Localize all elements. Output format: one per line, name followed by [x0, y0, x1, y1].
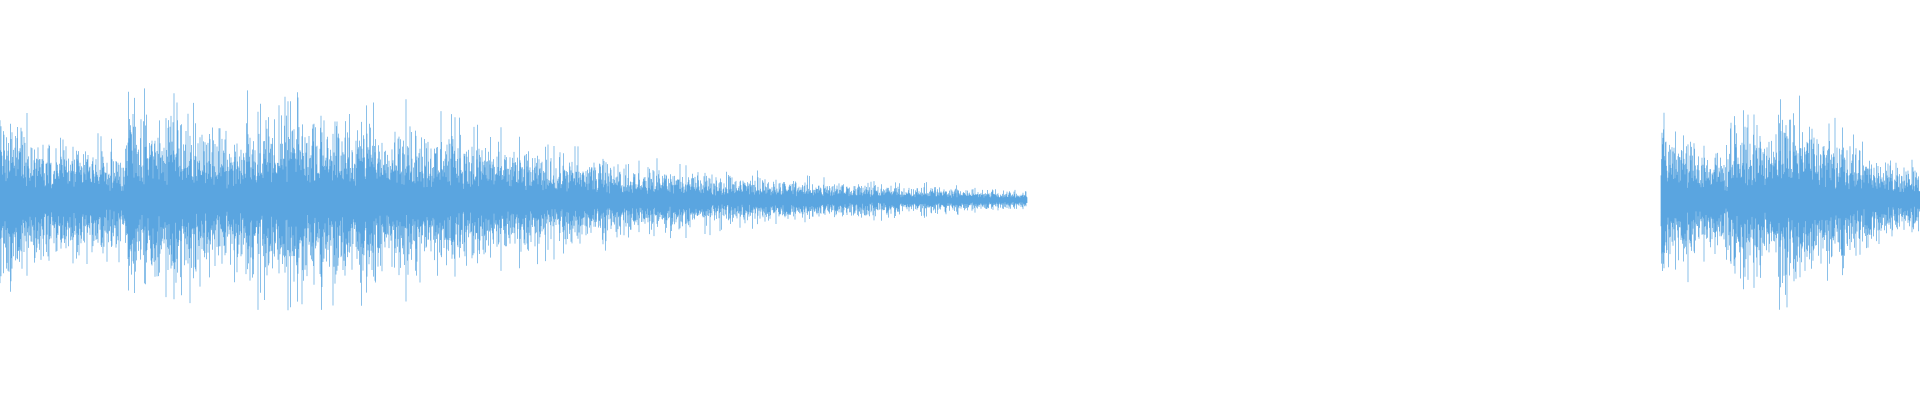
waveform-trace [0, 88, 1920, 311]
audio-clip-2-waveform [1660, 95, 1920, 310]
audio-clip-1-waveform [0, 88, 1028, 311]
